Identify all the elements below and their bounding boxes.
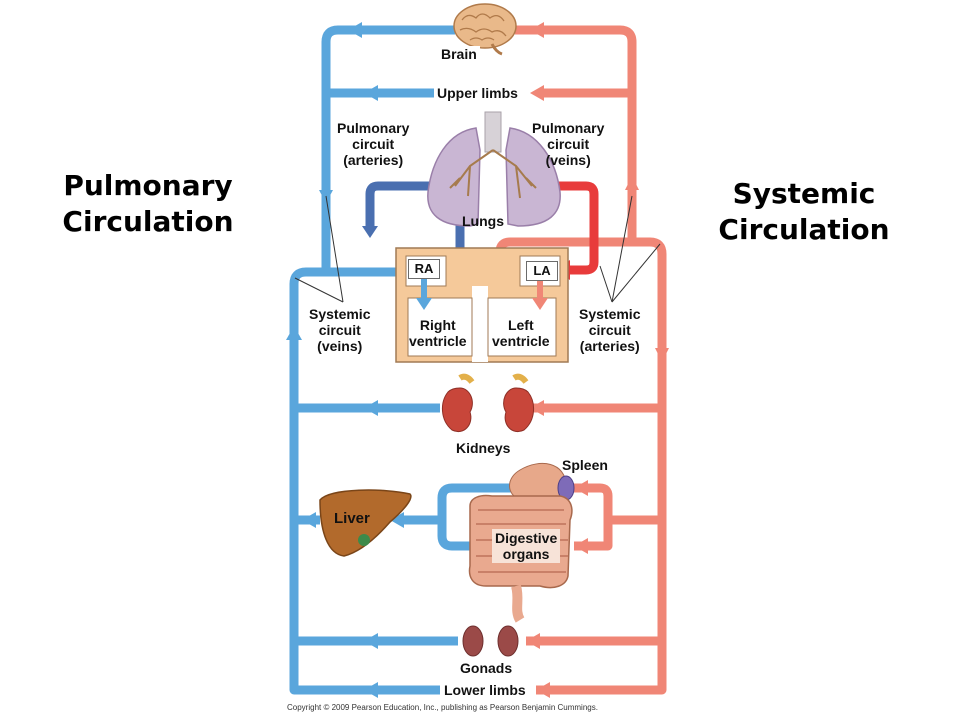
pulmonary-vein bbox=[530, 181, 599, 275]
systemic-title-line2: Circulation bbox=[718, 213, 890, 246]
ra-label: RA bbox=[408, 259, 440, 279]
sa-line2: circuit bbox=[588, 322, 631, 338]
arrow-upper-vein bbox=[364, 85, 378, 101]
systemic-arteries-label: Systemic circuit (arteries) bbox=[576, 306, 644, 354]
arrow-sa-up bbox=[625, 176, 639, 190]
sa-line3: (arteries) bbox=[579, 338, 640, 354]
arrow-gonad-vein bbox=[364, 633, 378, 649]
arrow-lower-vein bbox=[364, 682, 378, 698]
liver-label: Liver bbox=[334, 510, 370, 527]
systemic-veins-label: Systemic circuit (veins) bbox=[306, 306, 374, 354]
septum-gap bbox=[472, 286, 488, 362]
copyright-text: Copyright © 2009 Pearson Education, Inc.… bbox=[287, 703, 598, 712]
pv-line3: (veins) bbox=[545, 152, 591, 168]
left-ventricle-label: Left ventricle bbox=[492, 317, 550, 349]
spleen-label: Spleen bbox=[562, 457, 608, 473]
arrow-sa-down bbox=[655, 348, 669, 362]
pv-line1: Pulmonary bbox=[532, 120, 605, 136]
pulmonary-title-line1: Pulmonary bbox=[63, 169, 233, 202]
vena-cava bbox=[289, 267, 440, 695]
pa-line1: Pulmonary bbox=[337, 120, 410, 136]
arrow-portal bbox=[390, 512, 404, 528]
arrow-upper-art bbox=[530, 85, 544, 101]
systemic-title-line1: Systemic bbox=[732, 177, 876, 210]
arrow-liver-vein bbox=[302, 512, 316, 528]
venous-vessels bbox=[289, 25, 562, 695]
rv-chamber bbox=[407, 297, 473, 357]
liver-illustration bbox=[319, 489, 412, 557]
arrow-kidney-vein bbox=[364, 400, 378, 416]
arrow-gi-art bbox=[574, 538, 588, 554]
arrow-brain-art bbox=[530, 22, 544, 38]
systemic-circulation-title: Systemic Circulation bbox=[716, 176, 892, 248]
arrow-kidney-art bbox=[530, 400, 544, 416]
right-ventricle-label: Right ventricle bbox=[409, 317, 467, 349]
kidneys-illustration bbox=[442, 373, 534, 432]
pa-line2: circuit bbox=[352, 136, 395, 152]
arrow-gonad-art bbox=[526, 633, 540, 649]
lv-line1: Left bbox=[507, 317, 534, 333]
pv-line2: circuit bbox=[547, 136, 590, 152]
digestive-organs-label: Digestive organs bbox=[492, 529, 561, 563]
heart bbox=[395, 247, 569, 363]
arrow-brain-vein bbox=[348, 22, 362, 38]
pulmonary-arteries-label: Pulmonary circuit (arteries) bbox=[337, 120, 409, 168]
venous-arrowheads bbox=[286, 22, 404, 698]
sv-line1: Systemic bbox=[309, 306, 371, 322]
lower-limbs-label: Lower limbs bbox=[441, 682, 529, 698]
upper-limbs-label: Upper limbs bbox=[434, 85, 521, 101]
rv-line1: Right bbox=[419, 317, 456, 333]
digestive-line1: Digestive bbox=[495, 530, 558, 546]
arterial-vessels bbox=[495, 25, 667, 695]
sv-line3: (veins) bbox=[317, 338, 363, 354]
arrow-lower-art bbox=[536, 682, 550, 698]
gonads-illustration bbox=[462, 625, 519, 657]
pulmonary-title-line2: Circulation bbox=[62, 205, 234, 238]
pa-line3: (arteries) bbox=[343, 152, 404, 168]
leader-lines bbox=[294, 195, 661, 303]
lv-chamber bbox=[487, 297, 557, 357]
digestive-line2: organs bbox=[502, 546, 550, 562]
lv-line2: ventricle bbox=[492, 333, 550, 349]
rv-line2: ventricle bbox=[409, 333, 467, 349]
pulmonary-circulation-title: Pulmonary Circulation bbox=[60, 168, 236, 240]
brain-illustration bbox=[453, 3, 517, 56]
brain-label: Brain bbox=[438, 46, 480, 62]
pulmonary-veins-label: Pulmonary circuit (veins) bbox=[532, 120, 604, 168]
arterial-arrowheads bbox=[526, 22, 669, 698]
arrow-spleen-art bbox=[574, 480, 588, 496]
sv-line2: circuit bbox=[318, 322, 361, 338]
lungs-illustration bbox=[427, 111, 561, 227]
sa-line1: Systemic bbox=[579, 306, 641, 322]
brain-artery bbox=[515, 25, 637, 238]
brain-vein bbox=[321, 25, 455, 272]
lungs-label: Lungs bbox=[462, 213, 504, 229]
kidneys-label: Kidneys bbox=[456, 440, 511, 456]
arrow-pulm-art bbox=[362, 226, 378, 238]
arrow-vc-up bbox=[286, 326, 302, 340]
la-label: LA bbox=[526, 261, 558, 281]
gonads-label: Gonads bbox=[460, 660, 513, 676]
spleen-artery bbox=[574, 483, 613, 551]
